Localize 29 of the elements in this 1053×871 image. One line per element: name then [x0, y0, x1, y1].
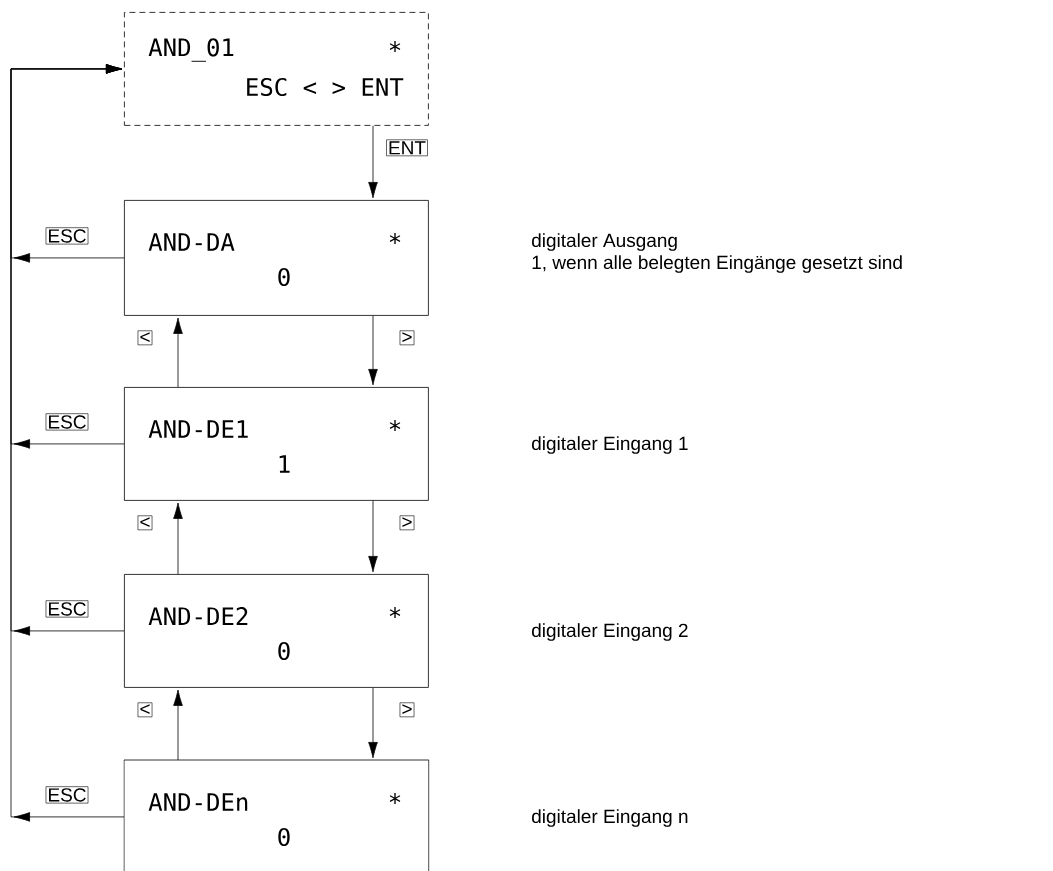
key-label: ESC: [45, 227, 89, 245]
display-box: AND_01 * ESC < > ENT: [124, 12, 429, 126]
key-label: <: [137, 515, 153, 531]
key-label: ESC: [45, 600, 89, 618]
arrow: [173, 689, 183, 761]
arrow: [368, 687, 378, 759]
key-label: <: [137, 330, 153, 346]
arrow: [173, 317, 183, 388]
key-label: >: [399, 330, 415, 346]
display-box: AND-DE1 * 1: [124, 387, 429, 501]
arrow: [368, 500, 378, 573]
key-label: ESC: [45, 413, 89, 431]
key-label: <: [137, 702, 153, 718]
arrow: [10, 64, 125, 822]
display-box: AND-DEn * 0: [123, 759, 430, 871]
description-text: digitaler Eingang 2: [532, 623, 688, 641]
description-text: digitaler Eingang n: [532, 809, 688, 827]
key-label: ENT: [386, 139, 428, 157]
description-text: digitaler Eingang 1: [532, 436, 688, 454]
key-label: ESC: [45, 786, 89, 804]
display-box: AND-DA * 0: [124, 200, 429, 316]
description-text: 1, wenn alle belegten Eingänge gesetzt sind: [532, 255, 902, 273]
key-label: >: [399, 702, 415, 718]
display-box: AND-DE2 * 0: [124, 574, 429, 688]
arrow: [368, 125, 378, 199]
description-text: digitaler Ausgang: [532, 233, 677, 251]
arrow: [173, 502, 183, 575]
key-label: >: [399, 515, 415, 531]
arrow: [368, 315, 378, 386]
